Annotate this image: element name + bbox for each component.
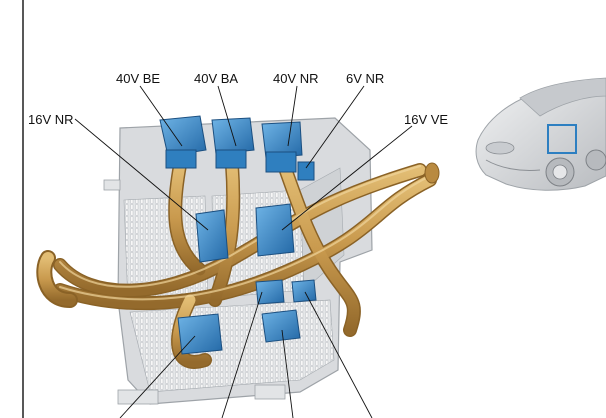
connector-6v-nr [297, 161, 315, 181]
connector-lower-left [177, 313, 223, 355]
label-16v-nr: 16V NR [28, 112, 74, 127]
label-40v-be: 40V BE [116, 71, 160, 86]
label-16v-ve: 16V VE [404, 112, 448, 127]
connector-lower-middle [255, 279, 301, 343]
leader-lines [74, 85, 413, 418]
callout-labels: 40V BE 40V BA 40V NR 6V NR 16V NR 16V VE [28, 71, 448, 127]
label-40v-ba: 40V BA [194, 71, 238, 86]
label-40v-nr: 40V NR [273, 71, 319, 86]
wiring-harness [36, 158, 440, 369]
connector-16v-nr [195, 209, 229, 263]
locator-highlight-box [547, 124, 577, 154]
connector-40v-nr [261, 121, 303, 173]
connector-lower-right [291, 279, 317, 303]
connector-40v-be [159, 115, 207, 169]
car-locator-icon [475, 77, 606, 191]
connector-16v-ve [255, 203, 295, 257]
label-6v-nr: 6V NR [346, 71, 384, 86]
